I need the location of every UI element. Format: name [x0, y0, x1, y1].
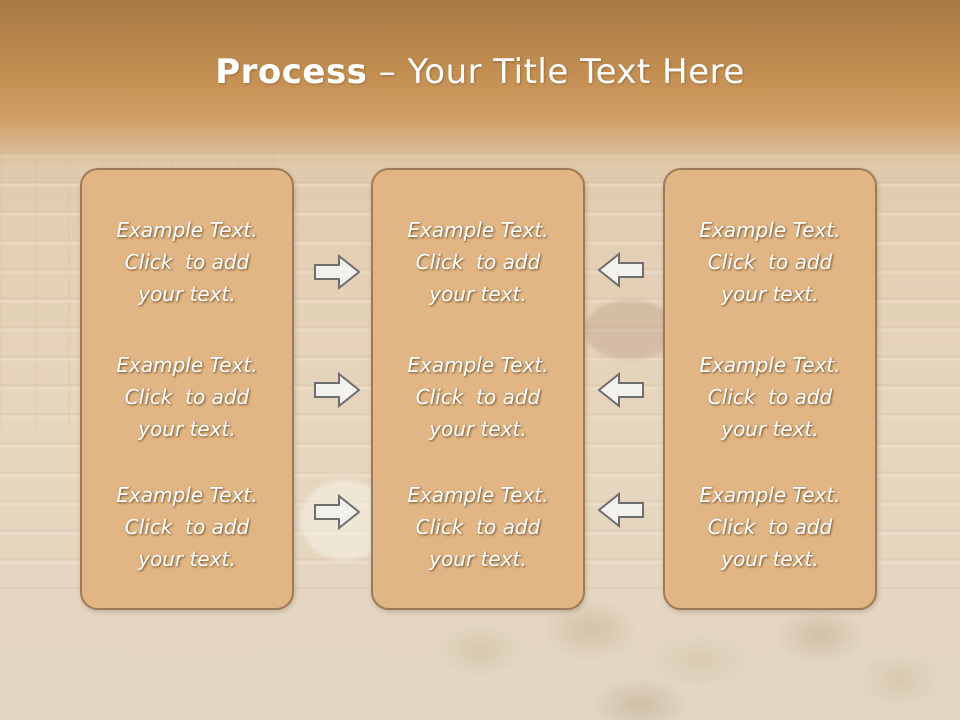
text-line: Example Text.	[116, 483, 258, 507]
text-line: Example Text.	[407, 353, 549, 377]
panel-text-block[interactable]: Example Text. Click to add your text.	[665, 214, 875, 310]
background-figure	[585, 300, 675, 360]
text-line: your text.	[138, 547, 236, 571]
text-line: Click to add	[124, 385, 250, 409]
text-line: Example Text.	[407, 218, 549, 242]
slide-title-rest: – Your Title Text Here	[367, 52, 745, 92]
text-line: Click to add	[415, 250, 541, 274]
panel-text-block[interactable]: Example Text. Click to add your text.	[82, 349, 292, 445]
process-panel-center[interactable]: Example Text. Click to add your text. Ex…	[371, 168, 585, 610]
process-panel-left[interactable]: Example Text. Click to add your text. Ex…	[80, 168, 294, 610]
arrow-right-icon[interactable]	[313, 254, 361, 290]
panel-text-block[interactable]: Example Text. Click to add your text.	[373, 479, 583, 575]
arrow-right-icon[interactable]	[313, 494, 361, 530]
panel-text-block[interactable]: Example Text. Click to add your text.	[82, 479, 292, 575]
text-line: your text.	[429, 547, 527, 571]
text-line: your text.	[429, 417, 527, 441]
text-line: Example Text.	[699, 483, 841, 507]
slide-title[interactable]: Process – Your Title Text Here	[0, 52, 960, 92]
arrow-left-icon[interactable]	[597, 492, 645, 528]
text-line: your text.	[721, 417, 819, 441]
title-band	[0, 0, 960, 165]
text-line: Example Text.	[699, 353, 841, 377]
panel-text-block[interactable]: Example Text. Click to add your text.	[373, 349, 583, 445]
arrow-left-icon[interactable]	[597, 252, 645, 288]
text-line: your text.	[721, 547, 819, 571]
arrow-left-icon[interactable]	[597, 372, 645, 408]
panel-text-block[interactable]: Example Text. Click to add your text.	[373, 214, 583, 310]
text-line: Click to add	[707, 515, 833, 539]
text-line: Click to add	[415, 515, 541, 539]
text-line: Click to add	[707, 385, 833, 409]
text-line: your text.	[721, 282, 819, 306]
text-line: Example Text.	[116, 218, 258, 242]
text-line: Click to add	[415, 385, 541, 409]
panel-text-block[interactable]: Example Text. Click to add your text.	[665, 349, 875, 445]
text-line: Example Text.	[699, 218, 841, 242]
text-line: Example Text.	[116, 353, 258, 377]
text-line: your text.	[429, 282, 527, 306]
text-line: Click to add	[124, 515, 250, 539]
slide-title-bold: Process	[215, 52, 368, 92]
process-panel-right[interactable]: Example Text. Click to add your text. Ex…	[663, 168, 877, 610]
arrow-right-icon[interactable]	[313, 372, 361, 408]
text-line: your text.	[138, 417, 236, 441]
panel-text-block[interactable]: Example Text. Click to add your text.	[665, 479, 875, 575]
text-line: your text.	[138, 282, 236, 306]
text-line: Click to add	[124, 250, 250, 274]
text-line: Click to add	[707, 250, 833, 274]
text-line: Example Text.	[407, 483, 549, 507]
panel-text-block[interactable]: Example Text. Click to add your text.	[82, 214, 292, 310]
